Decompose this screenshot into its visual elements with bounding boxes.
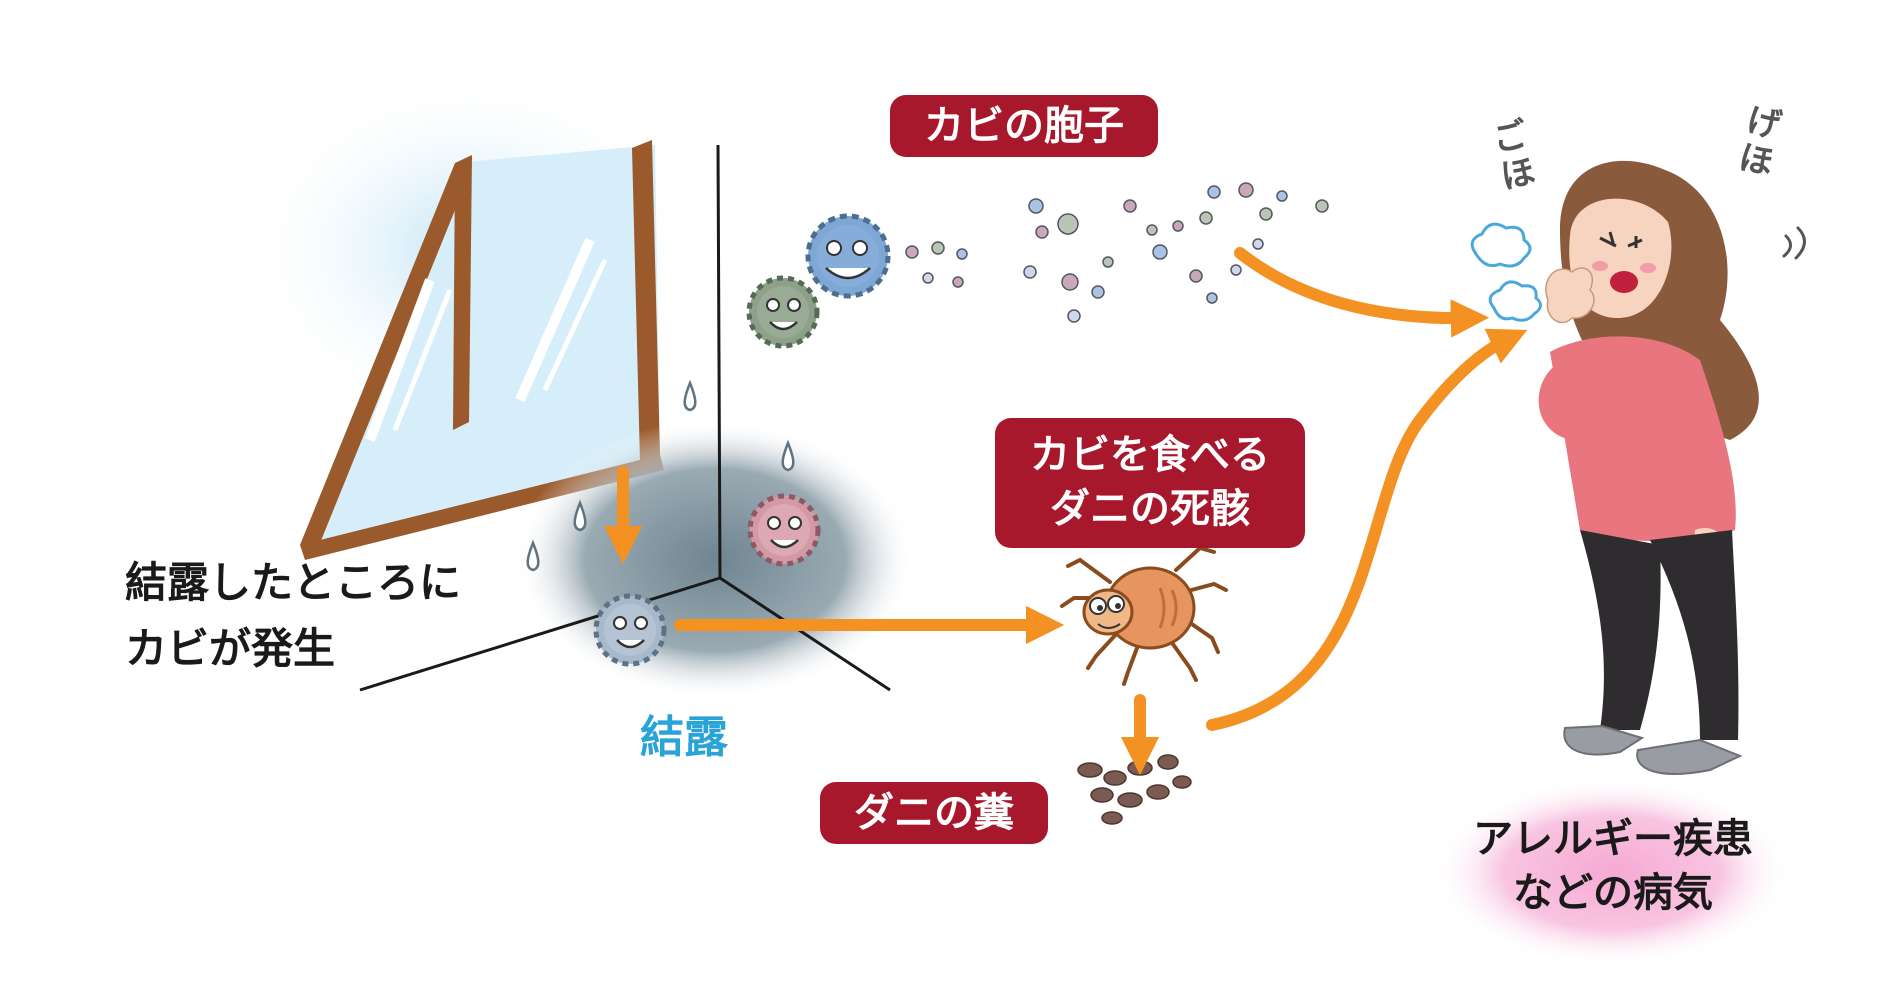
condensation-mold-text: 結露したところに カビが発生 <box>125 550 461 682</box>
mite-feces-label: ダニの糞 <box>820 782 1048 844</box>
water-drop-icon <box>526 379 795 572</box>
condensation-mold-line2: カビが発生 <box>125 624 336 673</box>
mold-germ-icon <box>593 593 667 667</box>
wall-corner <box>359 144 891 692</box>
damp-patch <box>515 420 915 700</box>
dead-mites-label-line1: カビを食べる <box>1030 432 1270 478</box>
mold-germ-icon <box>747 493 821 567</box>
mold-spores-label: カビの胞子 <box>890 95 1158 157</box>
mite-icon <box>1060 545 1228 686</box>
condensation-label: 結露 <box>640 712 728 763</box>
cough-sfx-lines <box>1782 226 1806 260</box>
mold-germ-icon <box>746 275 820 349</box>
flow-arrow-icon <box>603 247 1528 776</box>
mold-spore-icon <box>905 182 1329 323</box>
window-icon <box>300 140 664 560</box>
disease-line2: などの病気 <box>1513 870 1713 916</box>
mold-germ-icon <box>805 213 891 299</box>
disease-glow <box>1432 777 1792 967</box>
mite-feces-icon <box>1077 754 1192 825</box>
dead-mites-label: カビを食べる ダニの死骸 <box>995 418 1305 548</box>
disease-line1: アレルギー疾患 <box>1473 816 1753 862</box>
disease-text: アレルギー疾患 などの病気 <box>1458 812 1768 920</box>
coughing-woman-icon <box>1538 160 1759 775</box>
dead-mites-label-line2: ダニの死骸 <box>1050 486 1250 532</box>
cough-puff-icon <box>1470 222 1542 322</box>
condensation-mold-line1: 結露したところに <box>125 558 462 607</box>
